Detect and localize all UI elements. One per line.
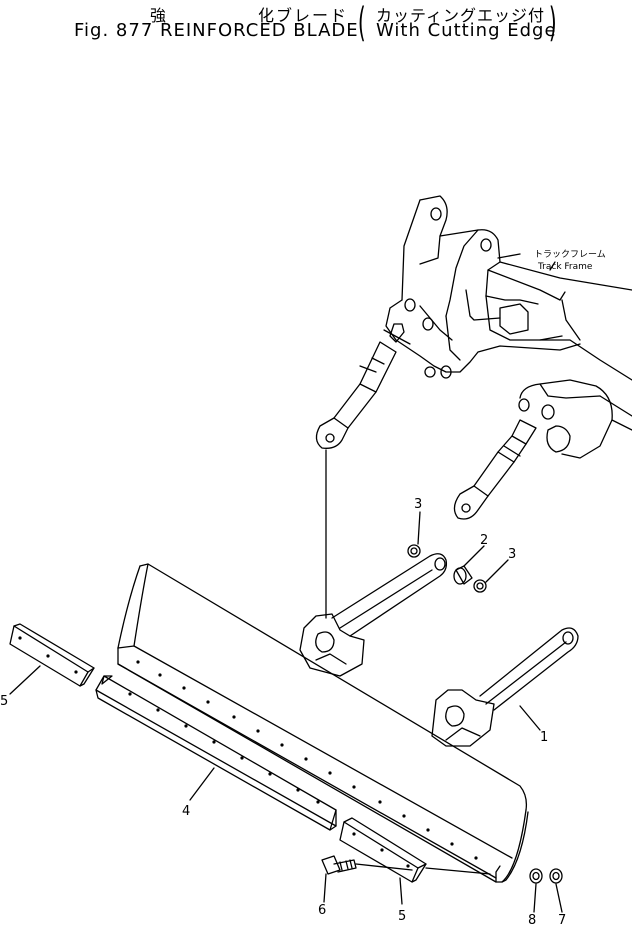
callout-4: 4 xyxy=(182,804,190,819)
cutting-edge-center-holes xyxy=(128,692,320,804)
bushing-sleeve xyxy=(454,566,472,584)
callout-2: 2 xyxy=(480,533,488,548)
subtitle: With Cutting Edge xyxy=(376,20,557,41)
leader-lines xyxy=(10,254,562,912)
lift-cylinder-right xyxy=(454,420,536,519)
blade xyxy=(118,564,528,882)
cutting-edge-end-right xyxy=(340,818,426,882)
bushing-right xyxy=(474,580,486,592)
bushing-left xyxy=(408,545,420,557)
callout-1: 1 xyxy=(540,730,548,745)
track-frame-label: トラックフレーム Track Frame xyxy=(534,249,606,272)
callout-3-left: 3 xyxy=(414,497,422,512)
open-parenthesis: ( xyxy=(357,0,366,46)
title-japanese: 強 化ブレード xyxy=(150,6,349,25)
callout-3-right: 3 xyxy=(508,547,516,562)
track-frame-label-en: Track Frame xyxy=(537,262,593,272)
lift-cylinder-left xyxy=(316,324,410,448)
callout-6: 6 xyxy=(318,903,326,918)
track-frame xyxy=(386,196,632,380)
callout-8: 8 xyxy=(528,913,536,926)
washer xyxy=(530,869,542,883)
track-frame-label-jp: トラックフレーム xyxy=(534,249,606,260)
callout-labels: 1 2 3 3 4 5 5 6 7 8 xyxy=(0,497,566,926)
push-arm-right xyxy=(480,628,578,710)
push-arm-left xyxy=(332,554,446,636)
blade-bracket-left xyxy=(300,614,364,676)
cutting-edge-end-left xyxy=(10,624,94,686)
subtitle-japanese: カッティングエッジ付 xyxy=(376,6,546,25)
callout-5-right: 5 xyxy=(398,909,406,924)
cutting-edge-end-left-holes xyxy=(18,636,78,674)
close-parenthesis: ) xyxy=(548,0,557,46)
nut-alignment-line xyxy=(426,868,490,874)
callout-5-left: 5 xyxy=(0,694,8,709)
blade-edge-holes xyxy=(136,660,478,860)
nut xyxy=(550,869,562,883)
cutting-edge-center xyxy=(96,676,336,830)
callout-7: 7 xyxy=(558,913,566,926)
figure-title: Fig. 877 REINFORCED BLADE xyxy=(74,20,359,41)
bolt-alignment-line xyxy=(356,864,412,870)
frame-lower-bracket xyxy=(519,380,632,458)
bolt xyxy=(322,856,356,874)
cutting-edge-end-right-holes xyxy=(352,832,410,868)
blade-bracket-right xyxy=(432,690,494,746)
